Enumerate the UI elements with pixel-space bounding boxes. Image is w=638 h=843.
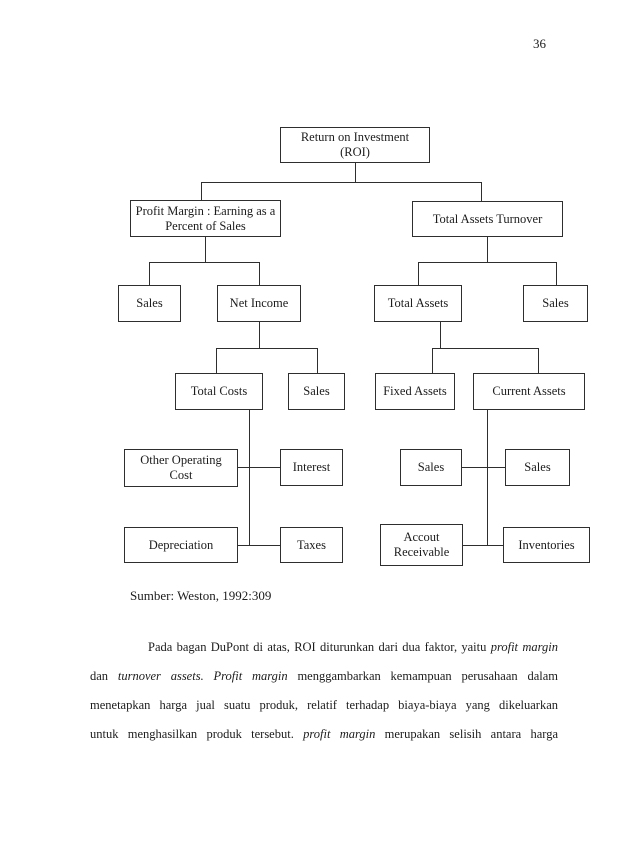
node-account-receivable: Accout Receivable [380, 524, 463, 566]
node-label: Taxes [297, 537, 326, 552]
node-label: Sales [524, 460, 551, 474]
connector-line [556, 263, 557, 285]
node-fixed-assets: Fixed Assets [375, 373, 455, 410]
connector-line [317, 349, 318, 373]
node-total-costs: Total Costs [175, 373, 263, 410]
node-sales-under-net-income: Sales [288, 373, 345, 410]
node-label: Other Operating Cost [140, 453, 222, 482]
body-paragraph: Pada bagan DuPont di atas, ROI diturunka… [90, 633, 558, 749]
node-total-assets-turnover: Total Assets Turnover [412, 201, 563, 237]
connector-line [259, 263, 260, 285]
connector-line [205, 237, 206, 262]
node-taxes: Taxes [280, 527, 343, 563]
connector-line [538, 349, 539, 373]
paragraph-line: dan turnover assets. Profit margin mengg… [90, 662, 558, 691]
node-sales-under-turnover: Sales [523, 285, 588, 322]
text-segment: untuk menghasilkan produk tersebut. [90, 727, 304, 741]
node-label: Sales [136, 296, 163, 310]
connector-line [440, 322, 441, 348]
node-current-assets: Current Assets [473, 373, 585, 410]
node-label: Profit Margin : Earning as a Percent of … [135, 203, 276, 233]
paragraph-line: untuk menghasilkan produk tersebut. prof… [90, 720, 558, 749]
text-segment: menetapkan harga jual suatu produk, rela… [90, 698, 558, 712]
connector-line [487, 236, 488, 262]
node-sales-under-current-assets-right: Sales [505, 449, 570, 486]
node-label: Inventories [518, 537, 575, 552]
connector-line [432, 348, 539, 349]
text-segment-italic: profit margin [490, 640, 558, 654]
node-net-income: Net Income [217, 285, 301, 322]
source-caption: Sumber: Weston, 1992:309 [130, 588, 272, 603]
connector-line [418, 263, 419, 285]
connector-line [238, 545, 280, 546]
node-label: Depreciation [148, 537, 214, 552]
node-interest: Interest [280, 449, 343, 486]
node-label: Total Costs [190, 384, 248, 398]
connector-line [462, 467, 505, 468]
connector-line [201, 182, 482, 183]
node-total-assets: Total Assets [374, 285, 462, 322]
node-sales-under-profit-margin: Sales [118, 285, 181, 322]
node-profit-margin: Profit Margin : Earning as a Percent of … [130, 200, 281, 237]
connector-line [487, 410, 488, 545]
text-segment: merupakan selisih antara harga [375, 727, 558, 741]
node-label: Sales [542, 296, 569, 310]
node-sales-under-current-assets-left: Sales [400, 449, 462, 486]
text-segment: Pada bagan DuPont di atas, ROI diturunka… [148, 640, 491, 654]
node-other-operating-cost: Other Operating Cost [124, 449, 238, 487]
page-number: 36 [533, 36, 546, 51]
text-segment: menggambarkan kemampuan perusahaan dalam [287, 669, 558, 683]
node-depreciation: Depreciation [124, 527, 238, 563]
node-label: Sales [303, 384, 330, 398]
connector-line [418, 262, 557, 263]
node-label: Interest [292, 460, 331, 474]
connector-line [149, 262, 260, 263]
connector-line [238, 467, 280, 468]
text-segment-italic: profit margin [303, 727, 376, 741]
node-label: Fixed Assets [383, 384, 447, 398]
connector-line [216, 348, 318, 349]
text-segment-italic: turnover assets. Profit margin [117, 669, 288, 683]
text-segment: dan [90, 669, 118, 683]
connector-line [149, 263, 150, 285]
paragraph-line: menetapkan harga jual suatu produk, rela… [90, 691, 558, 720]
node-label: Total Assets [387, 296, 449, 310]
node-label: Total Assets Turnover [432, 211, 543, 226]
connector-line [463, 545, 503, 546]
node-label: Return on Investment (ROI) [300, 130, 410, 159]
node-label: Accout Receivable [393, 530, 450, 559]
node-roi: Return on Investment (ROI) [280, 127, 430, 163]
connector-line [249, 410, 250, 545]
paragraph-line: Pada bagan DuPont di atas, ROI diturunka… [90, 633, 558, 662]
node-label: Sales [417, 460, 445, 474]
node-inventories: Inventories [503, 527, 590, 563]
connector-line [355, 163, 356, 182]
node-label: Net Income [229, 296, 289, 310]
connector-line [481, 183, 482, 201]
connector-line [201, 183, 202, 200]
connector-line [432, 349, 433, 373]
connector-line [216, 349, 217, 373]
connector-line [259, 322, 260, 348]
node-label: Current Assets [492, 384, 566, 398]
